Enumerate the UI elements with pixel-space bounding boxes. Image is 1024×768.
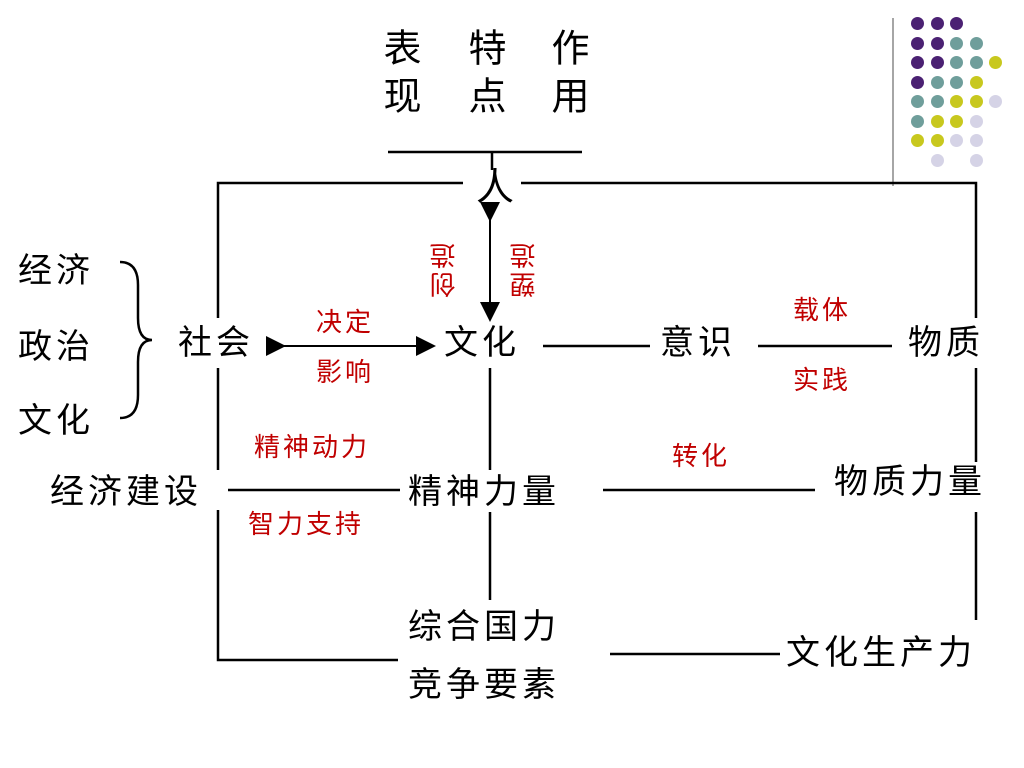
node-yishi: 意识 [660,323,736,363]
decor-dot [930,95,944,108]
decor-dot [950,95,963,108]
edge-label-suzao: 塑造 [510,240,540,298]
node-wenhua: 文化 [444,323,520,363]
decor-dot [911,114,924,128]
curly-brace [119,260,153,420]
node-jingji-jianshe: 经济建设 [50,472,202,512]
node-ren: 人 [476,165,519,209]
decor-dot [911,95,924,108]
node-jingzheng-yaosu: 竞争要素 [408,665,560,705]
decor-dot [930,75,944,89]
decor-dot [969,56,983,69]
edge-label-zhili-zhichi: 智力支持 [248,510,365,540]
edge-label-yingxiang: 影响 [316,358,375,388]
node-jingshen-liliang: 精神力量 [408,472,560,512]
edge-label-shijian: 实践 [793,366,852,396]
decor-dot [969,134,983,147]
node-wuzhi-liliang: 物质力量 [834,462,986,502]
node-shehui: 社会 [178,323,254,363]
edge-label-jueding: 决定 [316,308,375,338]
edge-label-chuangzao: 创造 [430,240,460,298]
decor-dot [950,56,963,69]
decor-dot [969,95,983,108]
decor-dot [930,17,944,30]
decor-dot [930,134,944,147]
decor-dot [969,36,983,50]
decor-dot [930,114,944,128]
decor-dot [930,56,944,69]
decor-dot [950,134,963,147]
decor-dot [950,75,963,89]
decor-dot [950,36,963,50]
decor-dot [911,56,924,69]
node-zonghe-guoli: 综合国力 [408,607,560,647]
label-biaoxian: 表现 [377,28,421,124]
decor-dot [950,17,963,30]
brace-item-jingji: 经济 [18,251,94,291]
decor-dot [989,95,1002,108]
decor-dot [969,114,983,128]
edge-label-zhuanhua: 转化 [672,442,731,472]
decor-dot [989,56,1002,69]
line-jingji-zonghe [216,510,398,662]
decor-dot [911,134,924,147]
node-wuzhi: 物质 [908,323,984,363]
brace-item-wenhua: 文化 [18,401,94,441]
edge-label-zaiti: 载体 [793,296,852,326]
line-ren-left [216,181,463,318]
decor-dot [969,153,983,167]
node-wenhua-shengchanli: 文化生产力 [786,633,976,673]
line-ren-right [521,181,978,318]
decor-dot [911,75,924,89]
brace-item-zhengzhi: 政治 [18,327,94,367]
label-tedian: 特点 [462,28,506,124]
label-zuoyong: 作用 [545,28,589,124]
decor-dot [969,75,983,89]
edge-label-jingshen-dongli: 精神动力 [254,433,371,463]
decor-dot [911,17,924,30]
decor-dot [950,114,963,128]
decor-dot [911,36,924,50]
decor-dot [930,36,944,50]
decor-dot [930,153,944,167]
